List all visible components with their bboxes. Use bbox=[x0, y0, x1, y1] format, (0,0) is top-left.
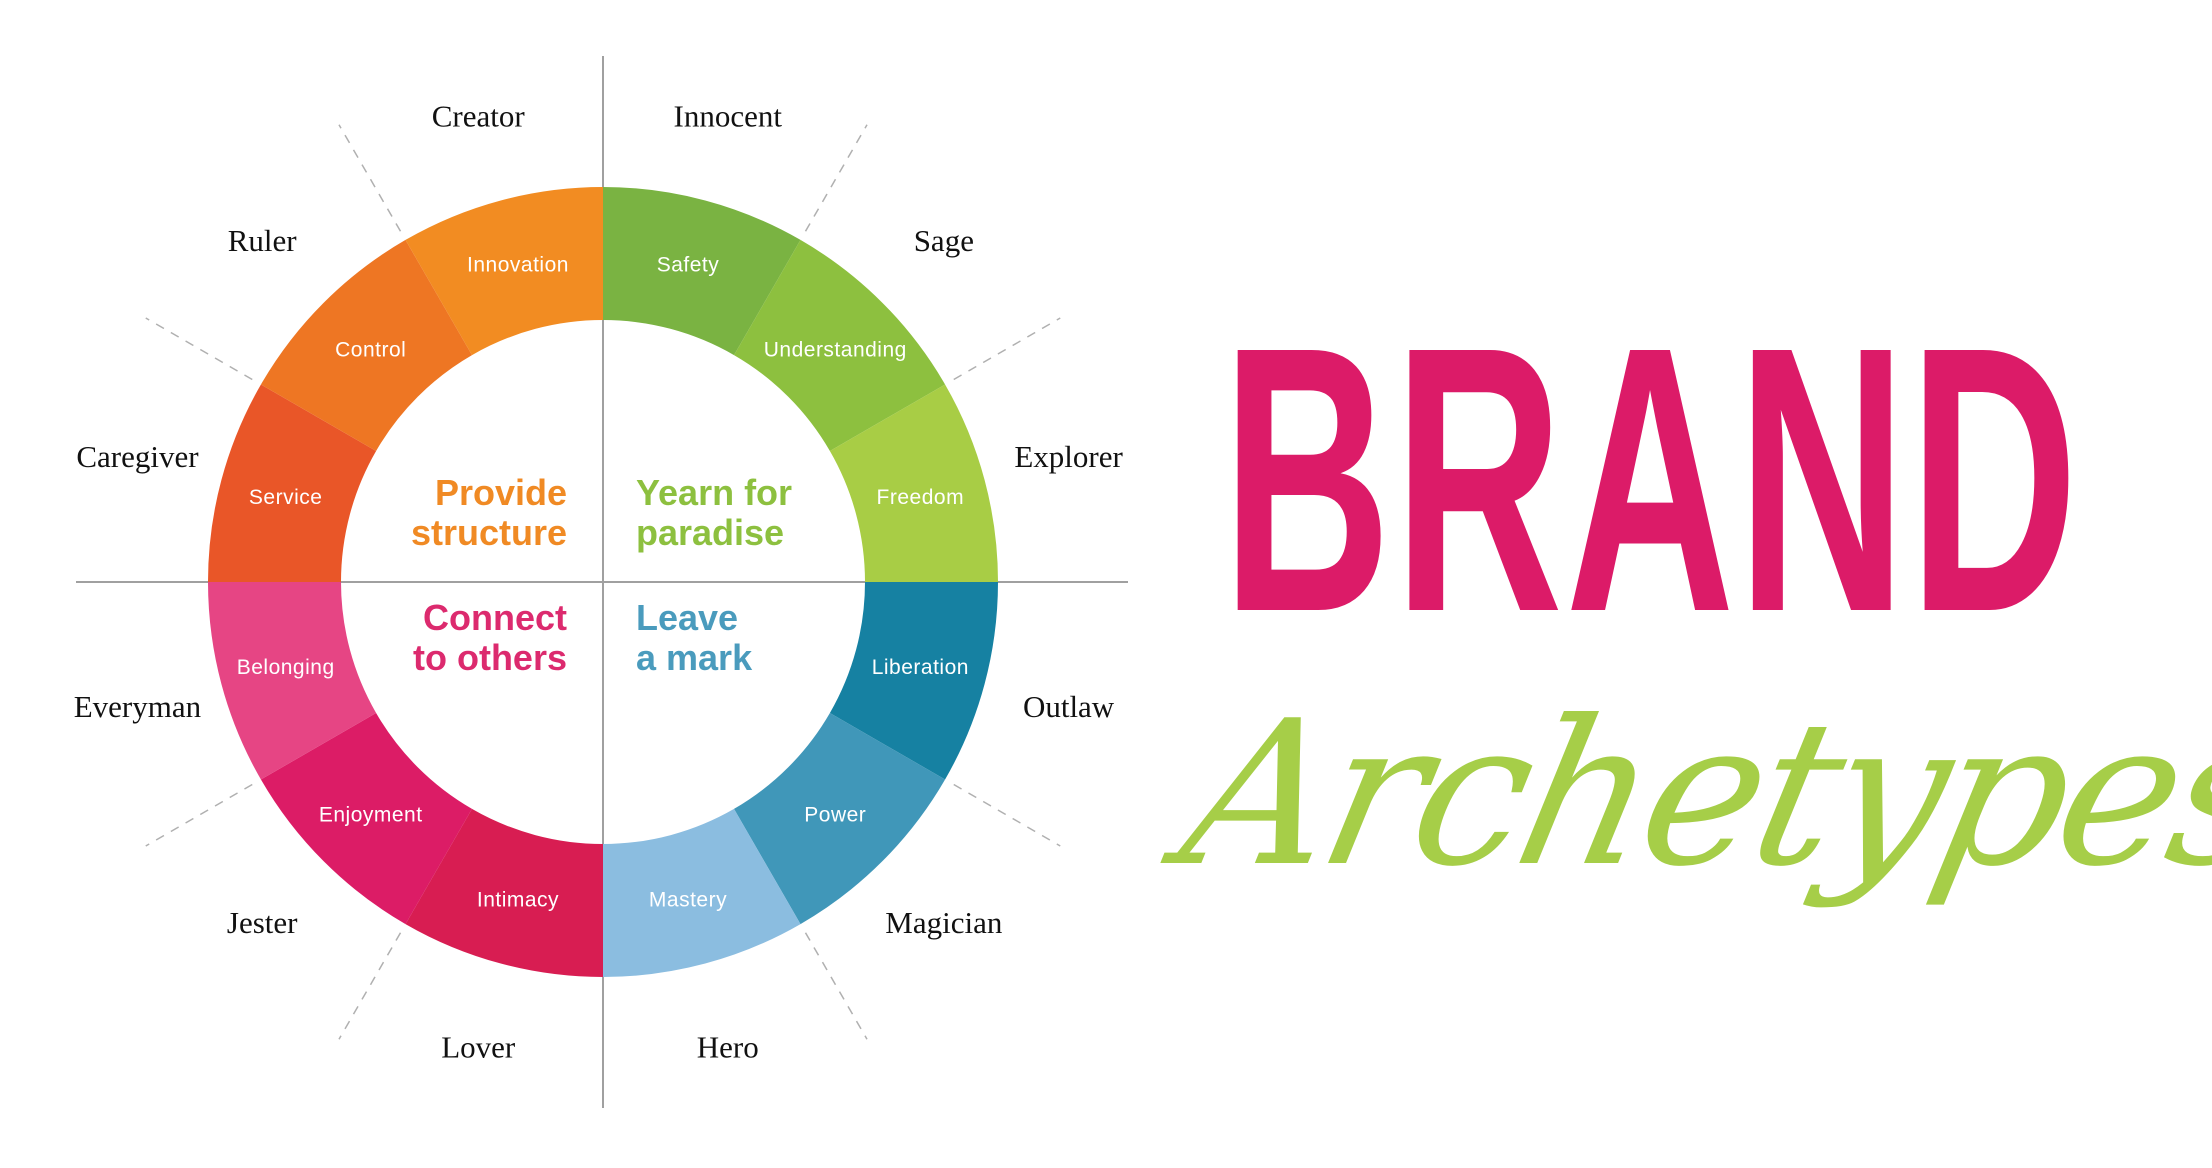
segment-enjoyment bbox=[260, 713, 472, 925]
archetype-label: Sage bbox=[914, 223, 974, 258]
quadrant-text: structure bbox=[411, 512, 567, 553]
divider-line bbox=[338, 932, 402, 1040]
segment-label: Safety bbox=[657, 254, 720, 277]
quadrant-text: Leave bbox=[636, 597, 738, 638]
segment-label: Enjoyment bbox=[319, 803, 423, 826]
quadrant-text: a mark bbox=[636, 637, 753, 678]
divider-line bbox=[953, 783, 1061, 847]
archetype-label: Magician bbox=[885, 905, 1003, 940]
segment-label: Understanding bbox=[764, 339, 907, 362]
archetype-label: Hero bbox=[697, 1030, 759, 1065]
quadrant-text: Provide bbox=[435, 472, 567, 513]
quadrant-text: Yearn for bbox=[636, 472, 792, 513]
archetype-label: Caregiver bbox=[76, 439, 199, 474]
archetype-label: Everyman bbox=[74, 689, 202, 724]
segment-label: Liberation bbox=[872, 656, 969, 679]
quadrant-text: to others bbox=[413, 637, 567, 678]
segment-label: Control bbox=[335, 339, 406, 362]
divider-line bbox=[145, 783, 253, 847]
brand-title: BRAND bbox=[1222, 269, 2081, 691]
archetype-label: Jester bbox=[227, 905, 298, 940]
segment-control bbox=[260, 239, 472, 451]
divider-line bbox=[804, 124, 868, 232]
segment-liberation bbox=[829, 582, 998, 780]
segment-power bbox=[734, 713, 946, 925]
quadrant-text: paradise bbox=[636, 512, 784, 553]
divider-line bbox=[953, 317, 1061, 381]
archetype-label: Outlaw bbox=[1023, 689, 1115, 724]
divider-line bbox=[145, 317, 253, 381]
segment-label: Innovation bbox=[467, 254, 569, 277]
archetype-label: Creator bbox=[432, 98, 526, 133]
divider-line bbox=[338, 124, 402, 232]
segment-service bbox=[208, 384, 377, 582]
archetypes-script-title: Archetypes bbox=[1165, 678, 2212, 911]
archetype-label: Ruler bbox=[228, 223, 298, 258]
segment-safety bbox=[603, 187, 801, 356]
segment-intimacy bbox=[405, 808, 603, 977]
segment-understanding bbox=[734, 239, 946, 451]
segment-label: Mastery bbox=[649, 888, 727, 911]
archetype-label: Innocent bbox=[674, 98, 783, 133]
segment-innovation bbox=[405, 187, 603, 356]
quadrant-text: Connect bbox=[423, 597, 567, 638]
divider-line bbox=[804, 932, 868, 1040]
segment-label: Service bbox=[249, 486, 323, 509]
segment-mastery bbox=[603, 808, 801, 977]
archetype-label: Explorer bbox=[1014, 439, 1123, 474]
segment-label: Intimacy bbox=[477, 888, 559, 911]
segment-belonging bbox=[208, 582, 377, 780]
segment-label: Power bbox=[804, 803, 866, 826]
segment-freedom bbox=[829, 384, 998, 582]
segment-label: Belonging bbox=[237, 656, 335, 679]
archetype-label: Lover bbox=[441, 1030, 516, 1065]
segment-label: Freedom bbox=[877, 486, 965, 509]
